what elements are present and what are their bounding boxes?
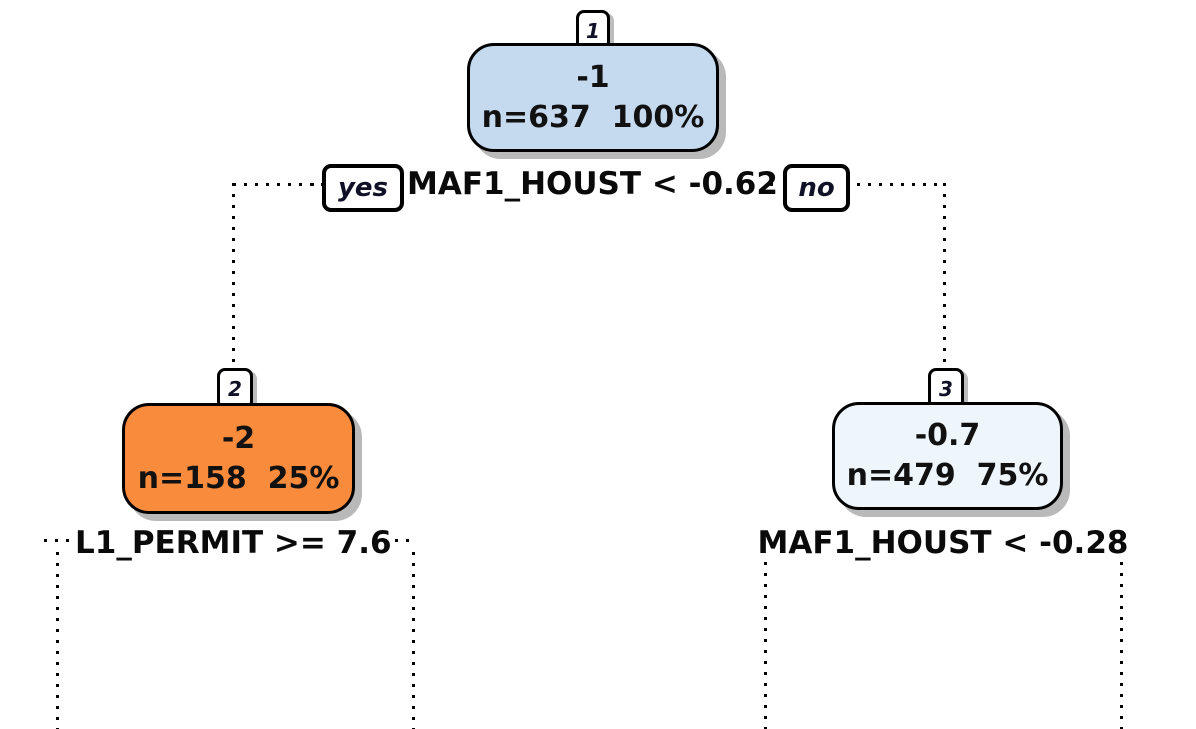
branch-line-node3-no-vertical	[1120, 562, 1123, 729]
tree-node-root: -1 n=637 100%	[467, 43, 719, 152]
node-2-stats: n=158 25%	[137, 460, 340, 496]
node-2-value: -2	[221, 420, 256, 456]
branch-line-node3-yes-vertical	[764, 562, 767, 729]
branch-dot-left-of-no	[770, 183, 773, 186]
branch-line-node2-yes-vertical	[56, 552, 59, 729]
node-2-number: 2	[228, 377, 242, 401]
branch-line-yes-horizontal	[233, 183, 322, 186]
node-3-value: -0.7	[914, 418, 981, 454]
right-split-condition: MAF1_HOUST < -0.28	[757, 525, 1129, 561]
branch-line-no-vertical	[943, 183, 946, 366]
no-branch-label: no	[798, 173, 835, 203]
left-split-leader-dots-right	[384, 539, 412, 542]
tree-node-left: -2 n=158 25%	[122, 403, 355, 514]
no-branch-box: no	[783, 164, 850, 212]
node-1-stats: n=637 100%	[481, 99, 705, 135]
branch-line-no-horizontal	[846, 183, 944, 186]
yes-branch-box: yes	[322, 164, 404, 212]
left-split-condition: L1_PERMIT >= 7.6	[75, 525, 392, 561]
left-split-leader-dots-left	[44, 539, 70, 542]
tree-node-right: -0.7 n=479 75%	[832, 402, 1063, 510]
branch-line-yes-vertical	[232, 183, 235, 364]
node-3-number: 3	[939, 376, 953, 401]
yes-branch-label: yes	[337, 173, 389, 203]
node-3-stats: n=479 75%	[846, 458, 1049, 493]
node-1-value: -1	[576, 59, 610, 95]
root-split-condition: MAF1_HOUST < -0.62	[407, 166, 778, 202]
branch-line-node2-no-vertical	[412, 552, 415, 729]
node-1-number: 1	[586, 19, 600, 43]
